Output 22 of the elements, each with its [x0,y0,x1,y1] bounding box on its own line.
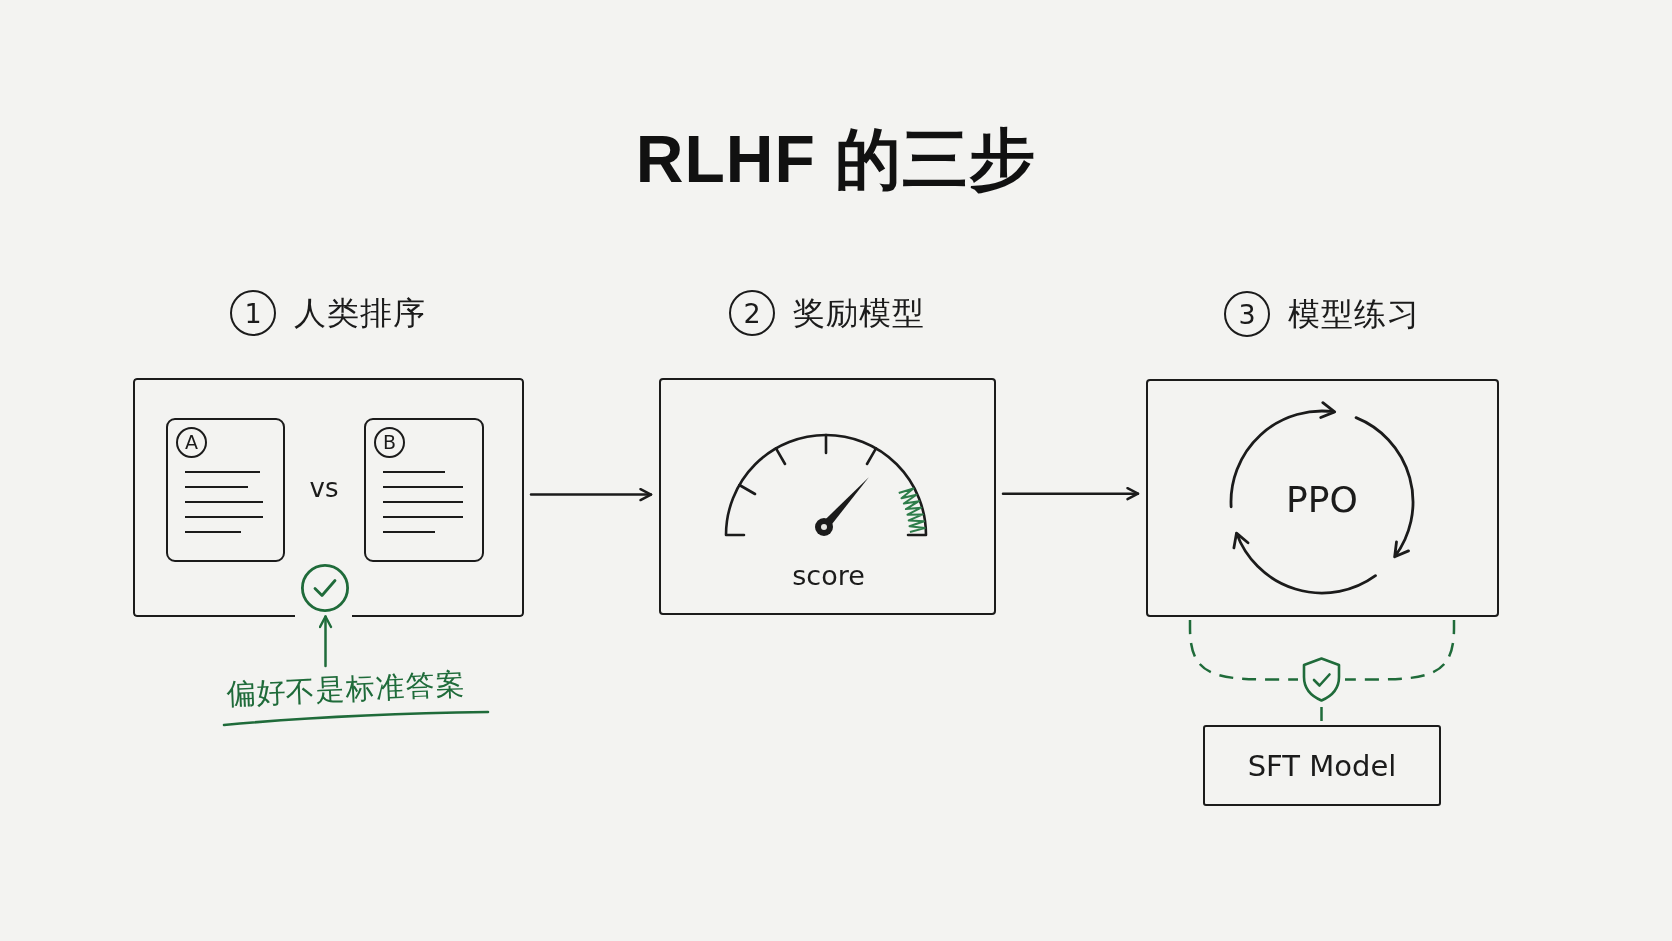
arrow [529,487,653,502]
shield-check-icon [1302,657,1341,702]
document-card [364,418,484,562]
circled-letter: B [374,427,405,458]
arrow [1001,486,1140,501]
step-number: 2 [729,290,775,336]
handwritten-note: 偏好不是标准答案 [211,662,481,716]
arrow [318,615,333,668]
gauge-label: score [792,560,865,592]
comparison-label: vs [309,473,339,503]
diagram-title: RLHF 的三步 [635,121,1037,198]
step-number: 3 [1224,291,1270,337]
circled-letter: A [176,427,207,458]
step-number: 1 [230,290,276,336]
check-circle-icon [301,564,349,612]
step-heading: 人类排序 [294,293,426,333]
dashed-connector [1188,620,1298,681]
document-card [166,418,285,562]
step-heading: 模型练习 [1288,294,1420,334]
dashed-connector [1345,620,1456,681]
model-box: SFT Model [1203,725,1441,806]
step-heading: 奖励模型 [793,293,925,333]
